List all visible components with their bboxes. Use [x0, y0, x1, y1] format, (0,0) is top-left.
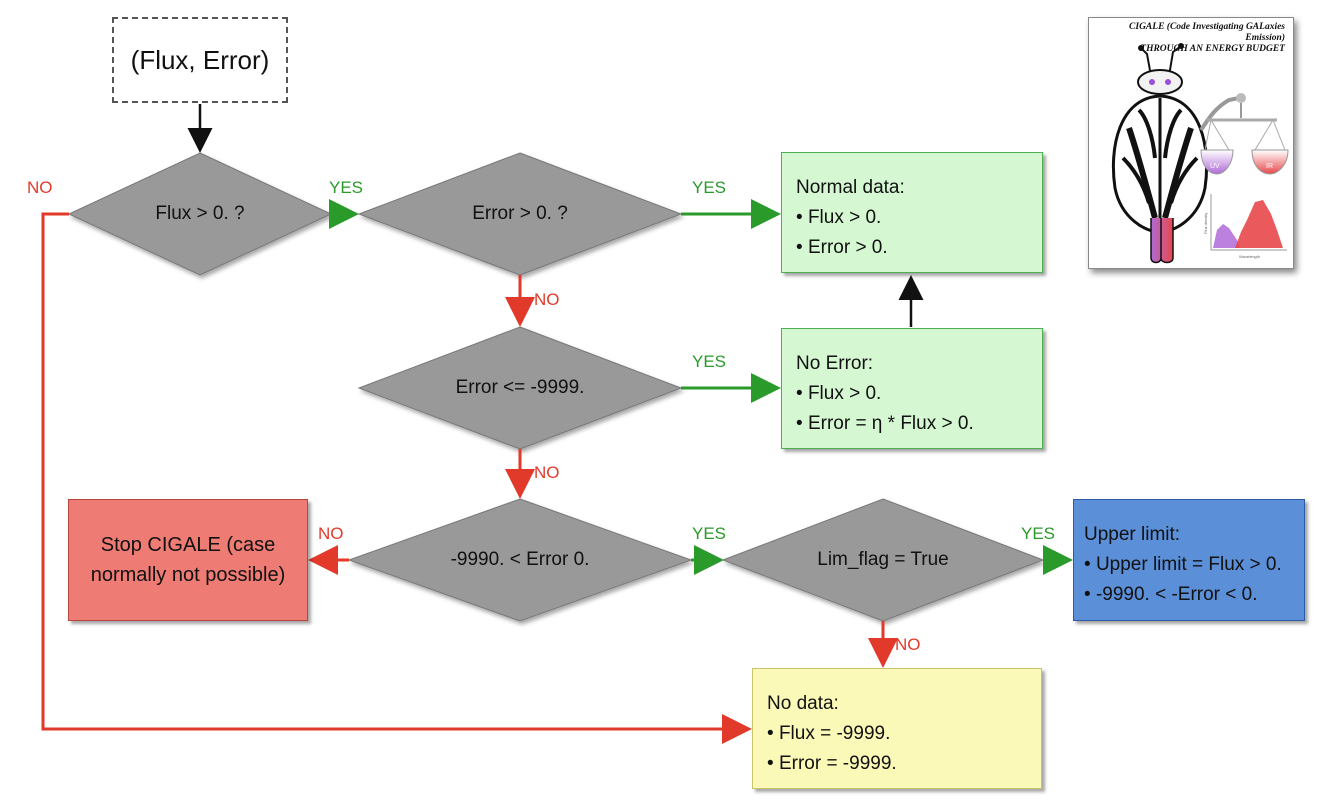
edge-label-no: NO: [318, 524, 344, 543]
decision-error-positive-label: Error > 0. ?: [472, 203, 568, 224]
no-error-bullet: Flux > 0.: [796, 379, 1042, 409]
logo-ir-label: IR: [1266, 163, 1273, 170]
edge-label-no: NO: [534, 290, 560, 309]
logo-title: CIGALE (Code Investigating GALaxies Emis…: [1089, 22, 1293, 55]
logo-title-line1: CIGALE (Code Investigating GALaxies Emis…: [1129, 22, 1285, 43]
logo-y-axis: Flux density: [1203, 213, 1208, 234]
edge-label-yes: YES: [1021, 524, 1056, 543]
upper-limit-box: Upper limit: Upper limit = Flux > 0. -99…: [1073, 499, 1305, 621]
logo-x-axis: Wavelength: [1239, 254, 1260, 259]
edge-label-yes: YES: [329, 178, 364, 197]
arrow-flux-no: [41, 212, 752, 744]
upper-limit-title: Upper limit:: [1084, 524, 1181, 545]
no-data-box: No data: Flux = -9999. Error = -9999.: [752, 668, 1042, 789]
normal-data-title: Normal data:: [796, 177, 905, 198]
no-data-bullet: Error = -9999.: [767, 749, 1041, 779]
normal-data-bullet: Error > 0.: [796, 233, 1042, 263]
upper-limit-bullet: Upper limit = Flux > 0.: [1084, 550, 1304, 580]
cicada-illustration: UV IR Flux density Wavelength: [1111, 43, 1289, 264]
no-error-box: No Error: Flux > 0. Error = η * Flux > 0…: [781, 328, 1043, 449]
decision-error-range: [347, 498, 693, 622]
upper-limit-bullet: -9990. < -Error < 0.: [1084, 580, 1304, 610]
decision-error-range-label: -9990. < Error 0.: [450, 549, 590, 570]
stop-cigale-box: Stop CIGALE (case normally not possible): [68, 499, 308, 621]
decision-lim-flag-label: Lim_flag = True: [817, 549, 949, 570]
decision-flux-positive-label: Flux > 0. ?: [155, 203, 245, 224]
cigale-logo: CIGALE (Code Investigating GALaxies Emis…: [1088, 17, 1294, 269]
logo-title-line2: THROUGH AN ENERGY BUDGET: [1140, 44, 1285, 54]
edge-label-yes: YES: [692, 352, 727, 371]
start-node: (Flux, Error): [112, 17, 288, 103]
edge-label-no: NO: [27, 178, 53, 197]
no-data-title: No data:: [767, 693, 839, 714]
edge-label-no: NO: [895, 635, 921, 654]
normal-data-bullet: Flux > 0.: [796, 203, 1042, 233]
edge-label-yes: YES: [692, 178, 727, 197]
no-error-title: No Error:: [796, 353, 874, 374]
edge-label-no: NO: [534, 463, 560, 482]
no-error-bullet: Error = η * Flux > 0.: [796, 409, 1042, 439]
normal-data-box: Normal data: Flux > 0. Error > 0.: [781, 152, 1043, 273]
decision-flux-positive: [67, 152, 333, 276]
edge-label-yes: YES: [692, 524, 727, 543]
no-data-bullet: Flux = -9999.: [767, 719, 1041, 749]
decision-error-missing-label: Error <= -9999.: [455, 377, 585, 398]
logo-uv-label: UV: [1210, 163, 1220, 170]
